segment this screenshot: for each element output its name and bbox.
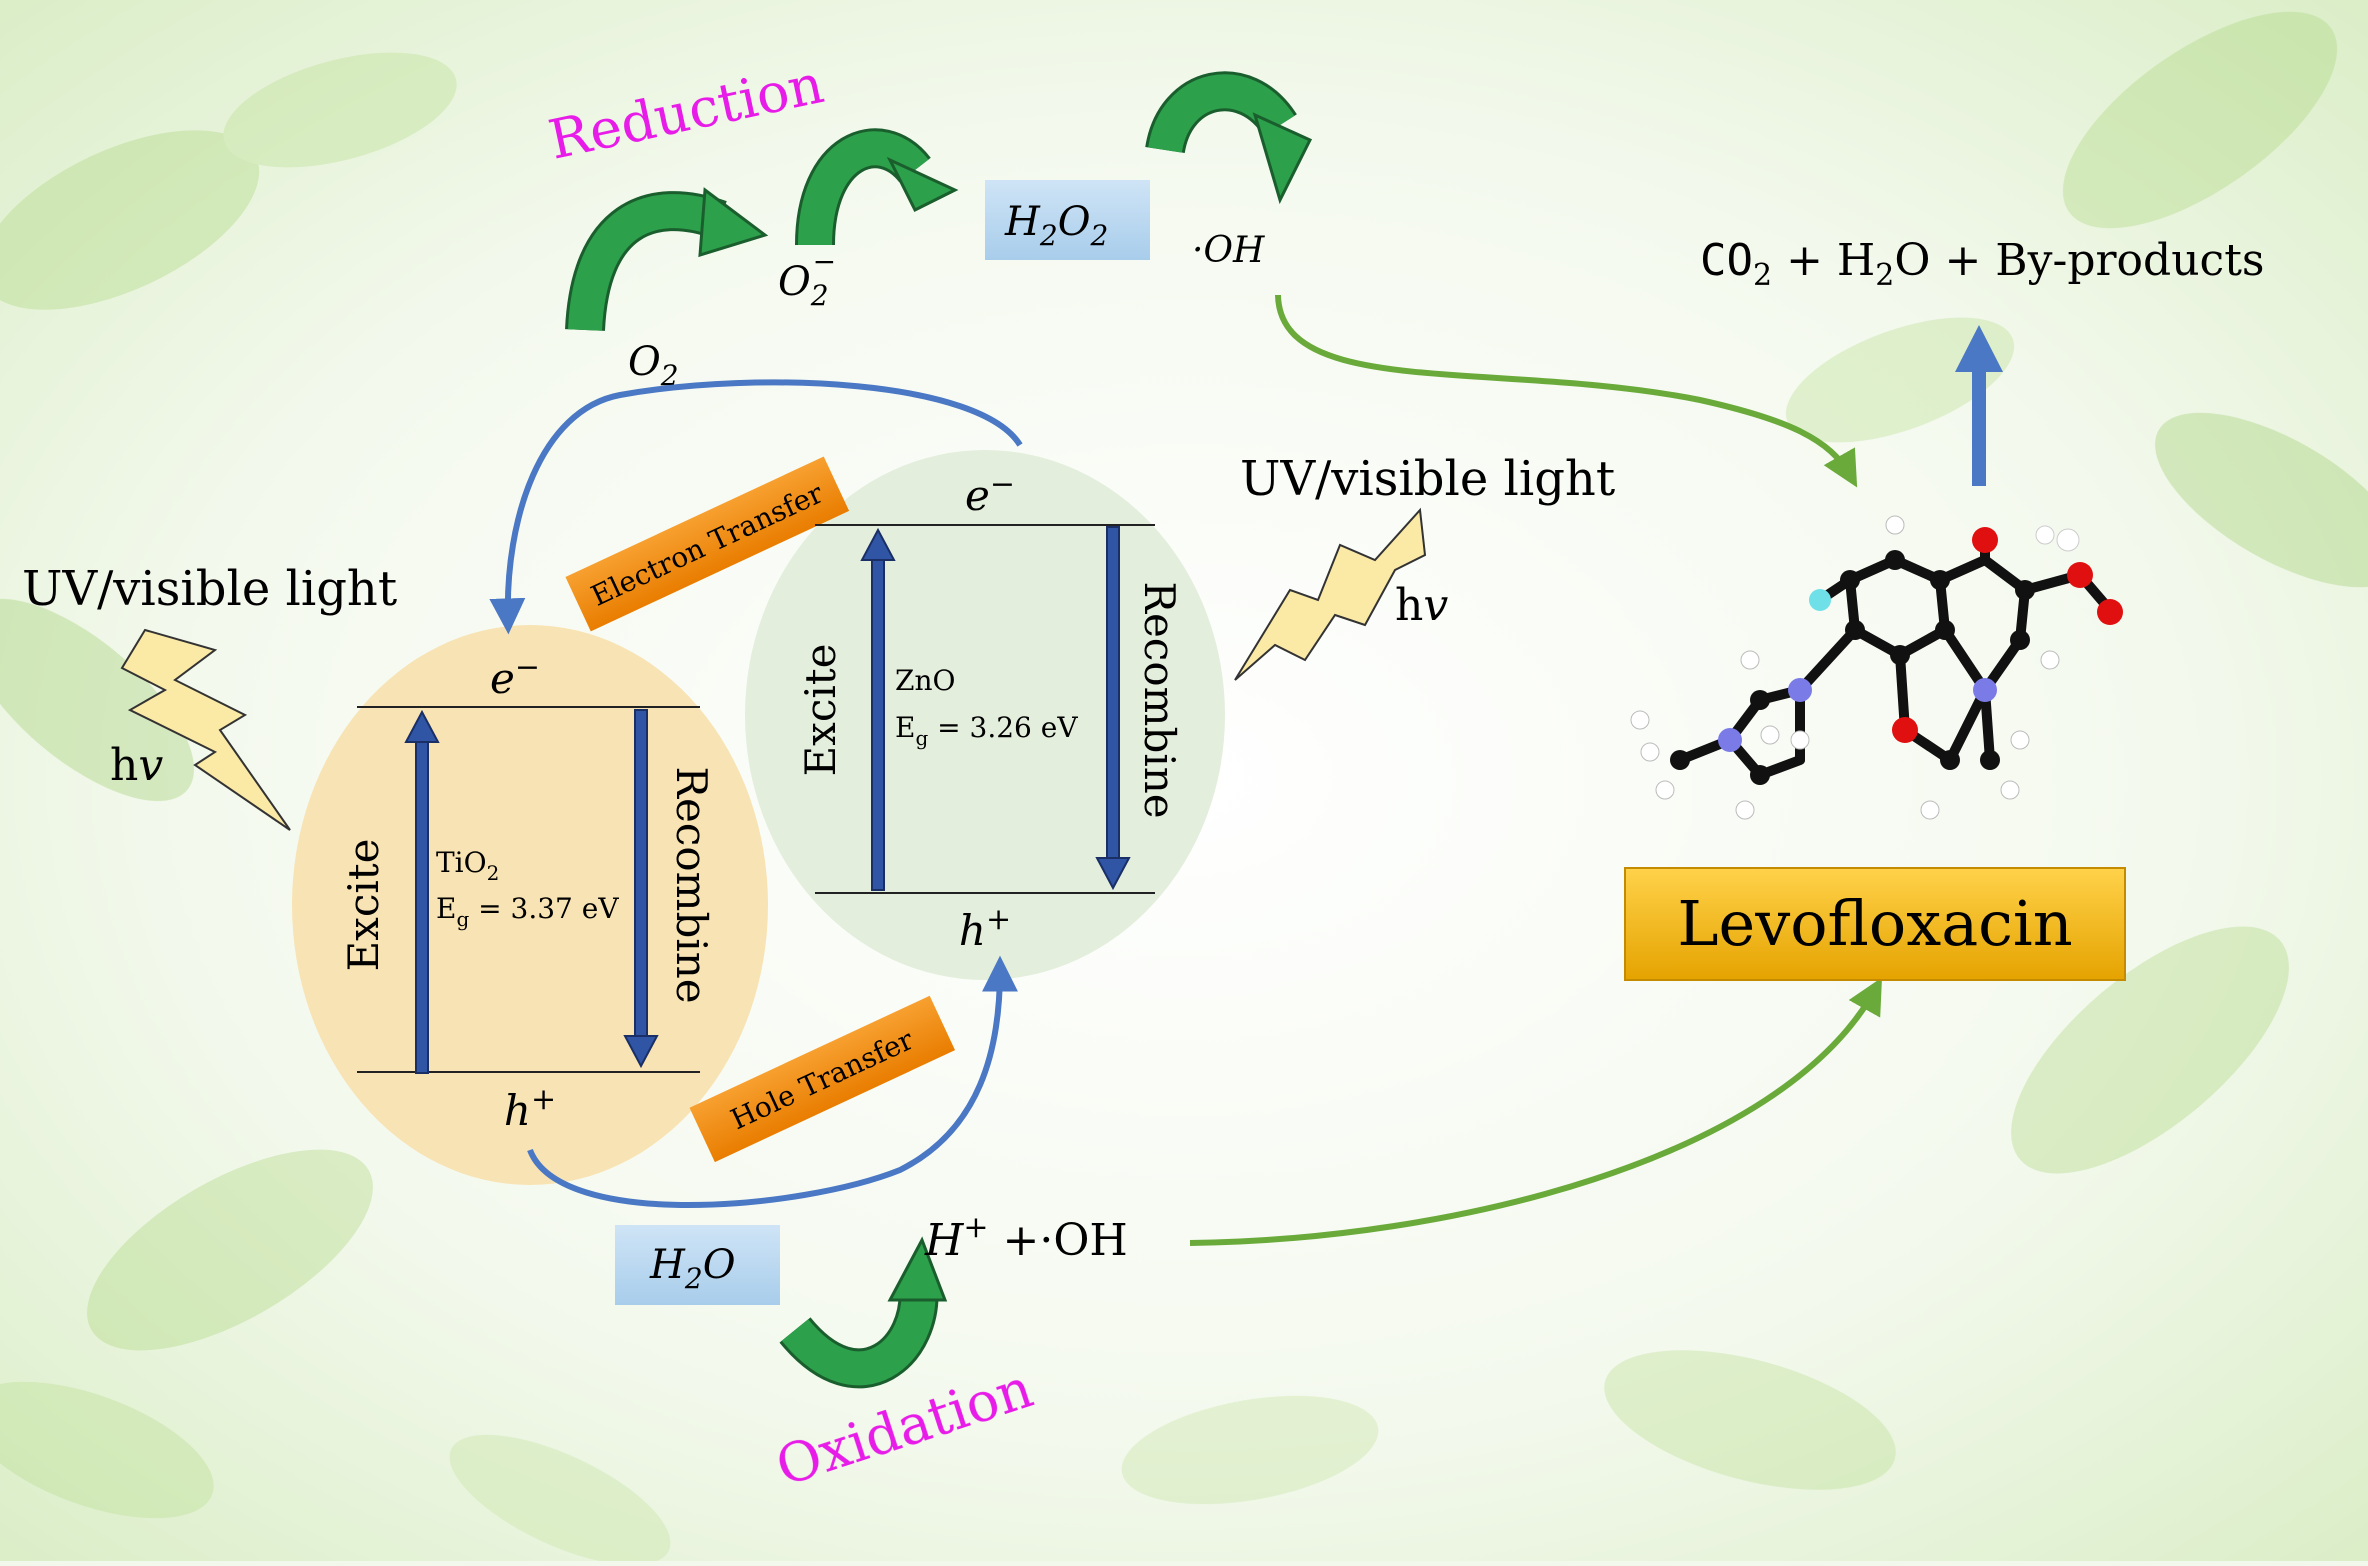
- levofloxacin-label: Levofloxacin: [1677, 887, 2072, 960]
- lightning-right-icon: [1234, 507, 1427, 681]
- zno-band-diagram: e− h+ Excite Recombine ZnO Eg = 3.26 eV: [796, 467, 1184, 955]
- levofloxacin-box: [1624, 867, 2126, 981]
- uv-light-left-label: UV/visible light: [22, 561, 397, 617]
- h2o2-box: [985, 180, 1150, 260]
- products-label: CO2 + H2O + By-products: [1700, 235, 2264, 293]
- green-curved-arrow-oxidation: [779, 1236, 948, 1389]
- zno-circle: [745, 450, 1225, 980]
- zno-gap-label: Eg = 3.26 eV: [895, 711, 1078, 750]
- tio2-gap-label: Eg = 3.37 eV: [436, 892, 619, 931]
- product-up-arrow: [1955, 325, 2003, 486]
- hplus-oh-label: H+ +·OH: [924, 1210, 1128, 1266]
- zno-hole-label: h+: [959, 902, 1011, 955]
- tio2-hole-label: h+: [504, 1082, 556, 1135]
- green-curved-arrow-1: [565, 187, 769, 332]
- tio2-name-label: TiO2: [436, 846, 499, 885]
- lightning-left-icon: [120, 628, 291, 831]
- hv-left-label: hv: [110, 740, 163, 791]
- h2o-label: H2O: [649, 1242, 736, 1295]
- zno-excite-label: Excite: [796, 643, 845, 776]
- zno-name-label: ZnO: [895, 664, 955, 697]
- oxidation-to-levo-arrow: [1189, 977, 1883, 1246]
- green-curved-arrow-2: [795, 128, 959, 246]
- superoxide-label: O2−: [778, 245, 836, 312]
- oh-radical-label: ·OH: [1192, 230, 1265, 271]
- levofloxacin-atoms: [1630, 515, 2123, 820]
- green-curved-arrow-3: [1145, 71, 1313, 205]
- uv-light-right-label: UV/visible light: [1240, 451, 1615, 507]
- tio2-band-diagram: e− h+ Excite Recombine TiO2 Eg = 3.37 eV: [339, 650, 716, 1135]
- hv-right-label: hv: [1395, 580, 1448, 631]
- o2-label: O2: [628, 339, 679, 392]
- zno-recombine-label: Recombine: [1135, 581, 1184, 818]
- zno-electron-label: e−: [965, 467, 1015, 520]
- h2o-box: [615, 1225, 780, 1305]
- h2o2-label: H2O2: [1004, 199, 1108, 252]
- oh-to-levo-arrow: [1275, 294, 1858, 488]
- tio2-excite-label: Excite: [339, 838, 388, 971]
- tio2-recombine-label: Recombine: [667, 766, 716, 1003]
- hole-transfer-arrow: [527, 955, 1018, 1208]
- electron-transfer-arrow: [489, 379, 1023, 635]
- tio2-electron-label: e−: [490, 650, 540, 703]
